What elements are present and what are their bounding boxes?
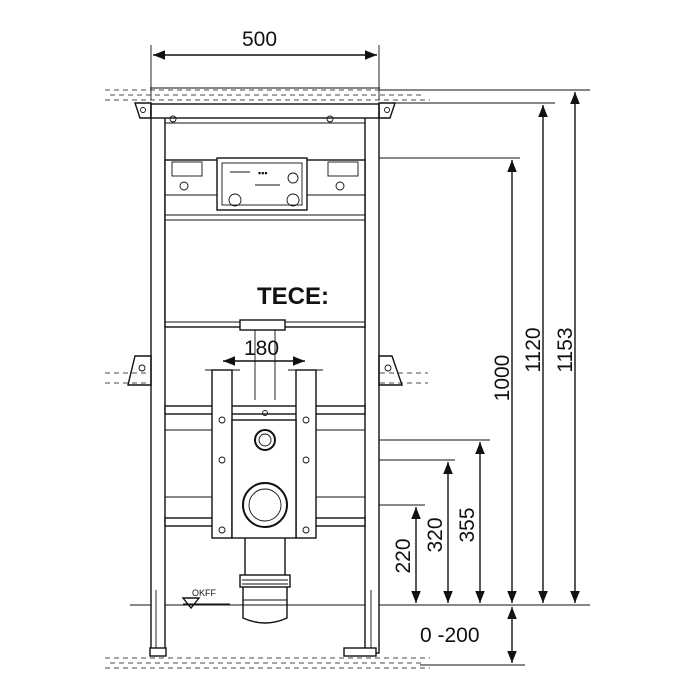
floor-level-marker (181, 597, 230, 610)
dimension-bracket-spacing-label: 180 (244, 337, 279, 360)
dimension-width-label: 500 (242, 28, 277, 51)
dimension-220-label: 220 (392, 538, 415, 573)
dimension-extension-lines (379, 89, 590, 666)
raw-floor-surface (105, 657, 430, 669)
svg-text:▪▪▪: ▪▪▪ (258, 168, 268, 178)
wc-bracket-plate (164, 369, 366, 539)
ceiling-surface (105, 87, 430, 101)
floor-marker-label: OKFF (192, 588, 217, 598)
installation-frame (105, 102, 428, 657)
dimension-1000-label: 1000 (491, 355, 514, 402)
drain-pipe (239, 538, 291, 624)
cistern: ▪▪▪ (164, 157, 366, 400)
dimension-320-label: 320 (424, 517, 447, 552)
dimension-355-label: 355 (456, 507, 479, 542)
dimension-1153-label: 1153 (554, 327, 577, 372)
dimension-floor-range-label: 0 -200 (420, 624, 480, 647)
dimension-width (150, 45, 380, 100)
brand-label: TECE: (257, 283, 329, 310)
dimension-1120-label: 1120 (522, 327, 545, 372)
